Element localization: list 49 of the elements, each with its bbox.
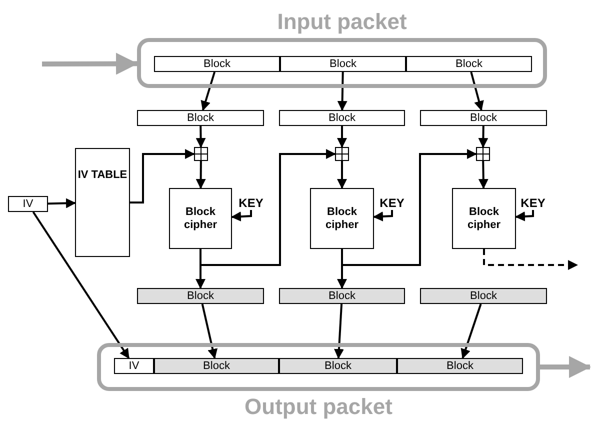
arrow bbox=[478, 160, 488, 189]
packet-title: Output packet bbox=[244, 396, 392, 418]
cipher-box: Block cipher bbox=[310, 188, 374, 249]
arrow bbox=[515, 210, 534, 222]
block-box: Block bbox=[406, 56, 532, 72]
arrow bbox=[196, 161, 206, 189]
arrow bbox=[337, 126, 347, 148]
key-label: KEY bbox=[380, 197, 404, 209]
arrow bbox=[373, 210, 393, 222]
arrow bbox=[337, 72, 348, 111]
arrow bbox=[200, 72, 216, 111]
block-box: Block bbox=[420, 288, 547, 304]
arrow bbox=[48, 198, 76, 208]
arrow bbox=[483, 249, 578, 270]
block-box: Block bbox=[154, 56, 280, 72]
arrow bbox=[334, 304, 344, 359]
block-box: Block bbox=[420, 110, 547, 126]
xor-symbol bbox=[194, 147, 208, 161]
table-box: IV TABLE bbox=[75, 148, 130, 257]
arrow bbox=[200, 149, 336, 266]
packet-title: Input packet bbox=[277, 11, 407, 33]
iv-box: IV bbox=[8, 196, 48, 212]
block-box: Block bbox=[279, 110, 405, 126]
key-label: KEY bbox=[520, 197, 546, 209]
block-box: Block bbox=[280, 56, 406, 72]
block-box: Block bbox=[279, 288, 405, 304]
arrow bbox=[201, 304, 218, 359]
block-box: Block bbox=[137, 110, 264, 126]
iv-box: IV bbox=[114, 358, 154, 374]
arrow bbox=[337, 161, 347, 189]
arrow bbox=[130, 149, 195, 204]
arrow bbox=[42, 52, 138, 75]
block-box: Block bbox=[154, 358, 279, 374]
arrow bbox=[231, 210, 252, 222]
arrow bbox=[540, 356, 591, 378]
arrow bbox=[341, 149, 477, 266]
arrow bbox=[32, 211, 130, 359]
block-box: Block bbox=[137, 288, 264, 304]
xor-symbol bbox=[335, 147, 349, 161]
cipher-box: Block cipher bbox=[169, 188, 232, 249]
key-label: KEY bbox=[238, 197, 264, 209]
arrow bbox=[478, 126, 488, 148]
cipher-box: Block cipher bbox=[452, 188, 516, 249]
arrow bbox=[196, 126, 206, 148]
arrow bbox=[460, 304, 482, 359]
block-box: Block bbox=[397, 358, 523, 374]
xor-symbol bbox=[476, 147, 490, 161]
arrow bbox=[470, 72, 484, 111]
block-box: Block bbox=[279, 358, 397, 374]
